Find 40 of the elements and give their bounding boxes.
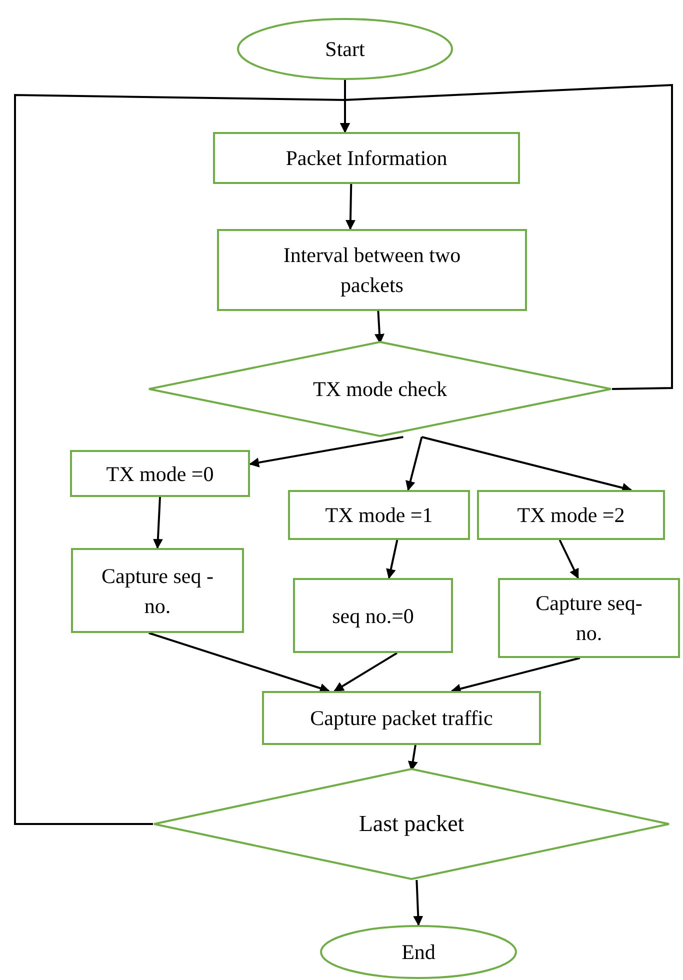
process-box	[262, 691, 541, 745]
arrow	[450, 657, 580, 694]
arrow	[413, 880, 424, 926]
arrow	[148, 632, 330, 693]
decision-diamond	[153, 768, 670, 880]
node-label: TX mode =2	[517, 502, 625, 529]
node-label: Packet Information	[286, 145, 448, 172]
arrow	[374, 310, 384, 344]
arrow	[14, 94, 350, 825]
process-box	[213, 132, 520, 184]
process-box	[293, 578, 453, 653]
process-box	[71, 548, 244, 633]
node-label: TX mode =0	[106, 460, 214, 488]
node-label: Interval between two packets	[282, 242, 462, 299]
node-label: TX mode =1	[325, 502, 433, 529]
node-label: Capture seq- no.	[534, 590, 644, 647]
process-box	[477, 490, 665, 540]
arrow	[422, 436, 632, 493]
node-label: Start	[325, 36, 365, 63]
process-box	[70, 450, 250, 497]
node-label: Capture seq -no.	[100, 562, 214, 620]
node-label: TX mode check	[312, 376, 448, 403]
terminal-oval	[320, 925, 517, 979]
arrow	[334, 652, 398, 692]
arrow	[558, 540, 579, 579]
node-label: Last packet	[358, 810, 464, 838]
arrow	[249, 436, 404, 468]
terminal-oval	[237, 18, 453, 80]
arrow	[345, 184, 356, 230]
node-label: End	[402, 939, 436, 966]
arrow	[386, 540, 398, 579]
process-box	[217, 229, 527, 311]
node-label: Capture packet traffic	[310, 705, 493, 732]
decision-diamond	[148, 341, 612, 437]
node-label: seq no.=0	[332, 602, 414, 630]
process-box	[288, 490, 470, 540]
process-box	[498, 578, 680, 658]
arrow	[408, 744, 418, 772]
arrow	[152, 496, 163, 549]
arrow	[406, 436, 423, 491]
